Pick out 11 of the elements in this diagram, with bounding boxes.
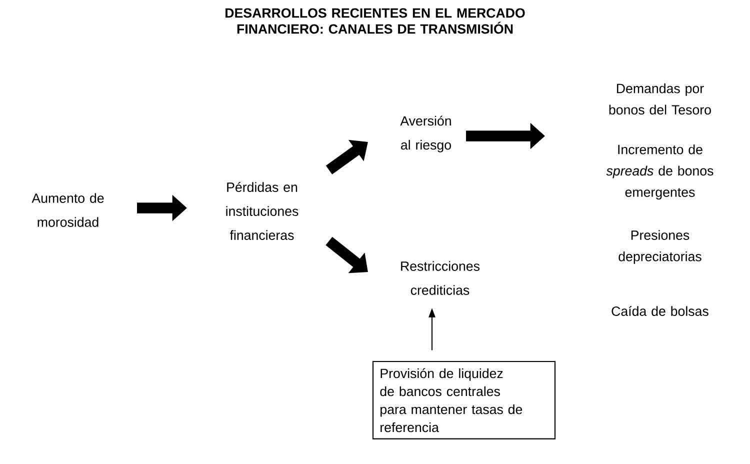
text-box: Provisión de liquidez de bancos centrales para mantener tasas de referencia	[372, 361, 556, 440]
label-text: Presiones depreciatorias	[618, 230, 702, 264]
title: DESARROLLOS RECIENTES EN EL MERCADO FINANCIERO: CANALES DE TRANSMISIÓN	[226, 8, 525, 34]
block-arrow	[326, 140, 368, 174]
label-text: Demandas por bonos del Tesoro	[609, 83, 711, 115]
label-text: Aumento de morosidad	[32, 193, 104, 227]
label-text: Incremento de spreads de bonos emergentes	[606, 144, 714, 200]
label-text: Aversión al riesgo	[400, 116, 451, 152]
label-text: Pérdidas en instituciones financieras	[226, 182, 298, 240]
label-text: Caída de bolsas	[612, 306, 708, 316]
label-text: Restricciones crediticias	[401, 261, 480, 295]
